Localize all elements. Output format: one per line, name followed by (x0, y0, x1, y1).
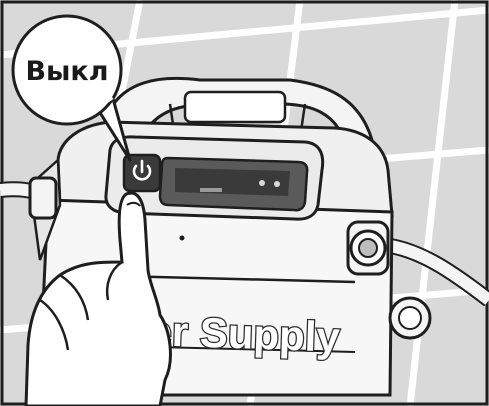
cable-connector-left (30, 178, 56, 218)
status-display (160, 158, 307, 210)
callout-label: Выкл (25, 56, 108, 87)
connector-cap (390, 298, 430, 338)
cable-connector-right (348, 222, 388, 274)
brand-label: er Supply (148, 307, 342, 361)
